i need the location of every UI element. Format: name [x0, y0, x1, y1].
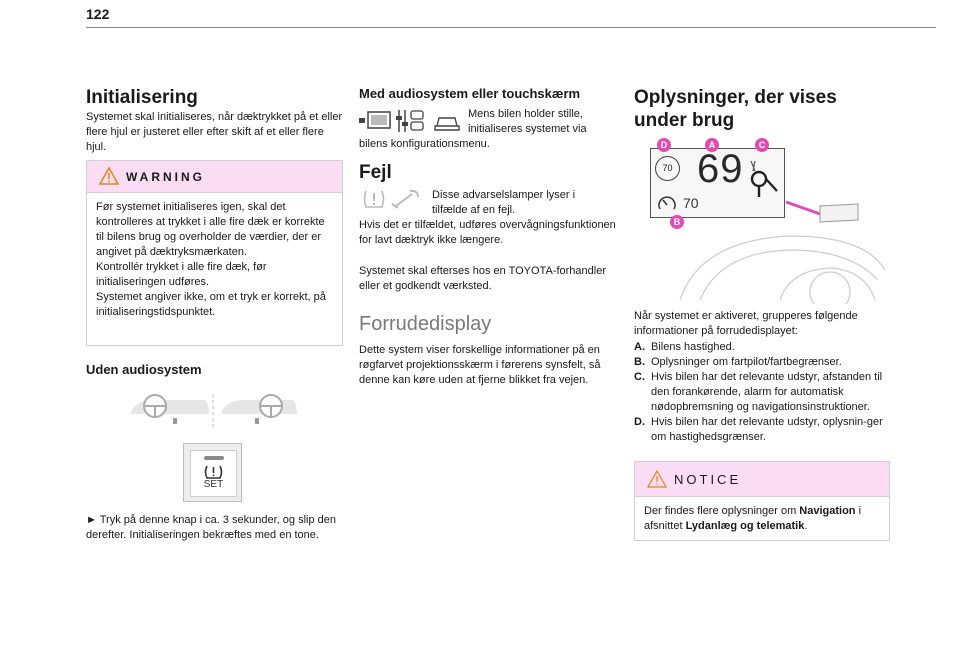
page-number: 122	[86, 6, 110, 22]
audio-text-a: Mens bilen holder stille, initialiseres …	[468, 108, 587, 135]
fejl-text-b: Hvis det er tilfældet, udføres overvågni…	[359, 219, 616, 246]
notice-icon	[647, 470, 667, 488]
section-title-oplysninger-1: Oplysninger, der vises	[634, 87, 837, 108]
warning-lamps-icons	[363, 189, 419, 209]
list-item: B.Oplysninger om fartpilot/fartbegrænser…	[634, 356, 842, 368]
pin-d: D	[657, 138, 671, 152]
header-rule	[86, 27, 936, 28]
oplysninger-intro: Når systemet er aktiveret, grupperes føl…	[634, 310, 858, 337]
list-item: D.Hvis bilen har det relevante udstyr, o…	[634, 416, 883, 443]
warning-text-3: Systemet angiver ikke, om et tryk er kor…	[96, 291, 326, 318]
steering-wheel-illustration	[130, 394, 297, 428]
section-title-initialisering: Initialisering	[86, 87, 198, 108]
subsection-title-uden-audio: Uden audiosystem	[86, 362, 202, 377]
subsection-title-med-audio: Med audiosystem eller touchskærm	[359, 86, 581, 101]
audio-text-b: bilens konfigurationsmenu.	[359, 138, 490, 150]
list-item: C.Hvis bilen har det relevante udstyr, a…	[634, 371, 883, 413]
link-lydanlaeg: Lydanlæg og telematik	[685, 520, 805, 532]
fejl-text-a: Disse advarselslamper lyser i tilfælde a…	[432, 189, 576, 216]
cruise-control-icon	[658, 196, 676, 210]
warning-box: WARNING Før systemet initialiseres igen,…	[86, 160, 343, 346]
tpms-set-button[interactable]: SET	[183, 443, 242, 502]
info-list: A.Bilens hastighed. B.Oplysninger om far…	[634, 340, 896, 445]
hud-speed: 69	[697, 147, 744, 191]
button-bar	[204, 456, 224, 460]
warning-text-2: Kontrollér trykket i alle fire dæk, før …	[96, 261, 267, 288]
notice-label: NOTICE	[674, 472, 742, 487]
warning-text-1: Før systemet initialiseres igen, skal de…	[96, 201, 325, 258]
pin-c: C	[755, 138, 769, 152]
fejl-text-c: Systemet skal efterses hos en TOYOTA-for…	[359, 265, 606, 292]
warning-icon	[99, 167, 119, 185]
config-menu-icons	[359, 110, 460, 132]
set-label: SET	[203, 479, 224, 490]
tire-pressure-icon	[204, 465, 223, 479]
dashboard-illustration	[679, 200, 886, 304]
link-navigation: Navigation	[799, 505, 856, 517]
warning-label: WARNING	[126, 170, 205, 184]
intro-text: Systemet skal initialiseres, når dæktryk…	[86, 111, 343, 153]
notice-header: NOTICE	[635, 462, 889, 497]
section-title-fejl: Fejl	[359, 162, 392, 183]
list-item: A.Bilens hastighed.	[634, 341, 735, 353]
pin-a: A	[705, 138, 719, 152]
section-title-forrudedisplay: Forrudedisplay	[359, 313, 492, 335]
notice-box: NOTICE Der findes flere oplysninger om N…	[634, 461, 890, 541]
speed-limit-sign: 70	[655, 156, 680, 181]
pin-b: B	[670, 215, 684, 229]
instruction-text: ► Tryk på denne knap i ca. 3 sekunder, o…	[86, 514, 336, 541]
hud-cruise-speed: 70	[683, 195, 699, 211]
notice-text: Der findes flere oplysninger om Navigati…	[644, 505, 862, 532]
section-title-oplysninger-2: under brug	[634, 110, 735, 131]
warning-header: WARNING	[87, 161, 342, 193]
forrude-text: Dette system viser forskellige informati…	[359, 344, 601, 386]
navigation-arrow-icon	[750, 160, 778, 197]
